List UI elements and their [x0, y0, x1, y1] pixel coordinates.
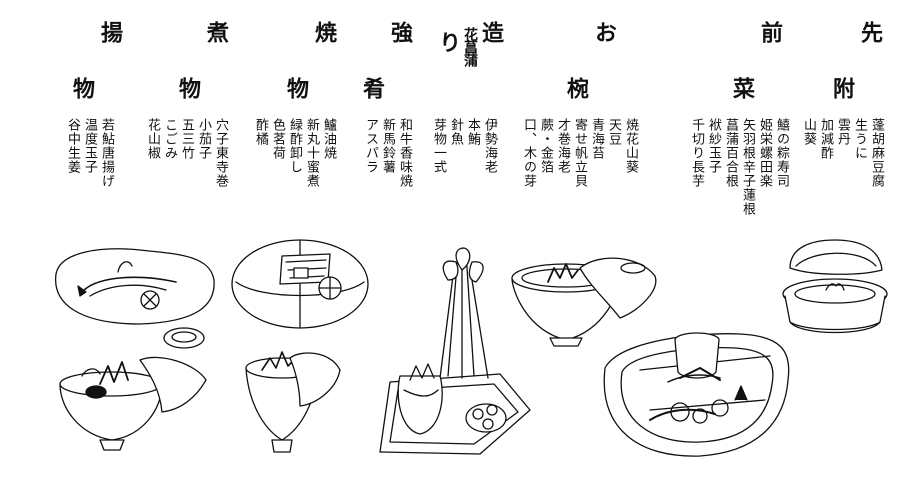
menu-item: 芽物一式: [431, 118, 446, 174]
menu-item: 才巻海老: [555, 118, 570, 174]
menu-item: 小茄子: [196, 118, 211, 160]
menu-item: 温度玉子: [82, 118, 97, 174]
menu-item: 菖蒲百合根: [723, 118, 738, 188]
items-yakimono: 鱸油焼 新丸十蜜煮 緑酢卸し 色茗荷 酢橘: [252, 118, 337, 248]
menu-item: 袱紗玉子: [706, 118, 721, 174]
items-nimono: 穴子東寺巻 小茄子 五三竹 こごみ 花山椒: [144, 118, 229, 248]
menu-item: 伊勢海老: [482, 118, 497, 174]
course-title-nimono: 煮 物: [175, 21, 229, 99]
menu-item: 雲丹: [835, 118, 850, 146]
menu-item: 蕨・金箔: [538, 118, 553, 174]
course-title-sakizuke: 先 附: [829, 21, 883, 99]
menu-item: 焼花山葵: [623, 118, 638, 174]
course-title-owan: お 椀: [563, 21, 617, 99]
menu-item: 青海苔: [589, 118, 604, 160]
menu-item: 姫栄螺田楽: [757, 118, 772, 188]
menu-item: 色茗荷: [270, 118, 285, 160]
menu-item: 加減酢: [818, 118, 833, 160]
menu-item: アスパラ: [363, 118, 378, 174]
menu-item: 本鮪: [465, 118, 480, 146]
menu-item: 緑酢卸し: [287, 118, 302, 174]
menu-item: 千切り長芋: [689, 118, 704, 188]
menu-item: 新馬鈴薯: [380, 118, 395, 174]
course-title-zensai: 前 菜: [729, 21, 783, 99]
menu-item: 若鮎唐揚げ: [99, 118, 114, 188]
course-title-agemono: 揚 物: [69, 21, 123, 99]
shiizakana-dish-illustration: [246, 352, 340, 452]
tsukuri-dish-illustration: [380, 248, 530, 454]
menu-item: 口、木の芽: [521, 118, 536, 188]
course-subtitle-hanashobu: 花菖蒲: [462, 26, 478, 66]
items-shiizakana: 和牛香味焼 新馬鈴薯 アスパラ: [362, 118, 413, 248]
menu-item: こごみ: [162, 118, 177, 160]
menu-item: 鱚の粽寿司: [774, 118, 789, 188]
menu-item: 矢羽根辛子蓮根: [740, 118, 755, 216]
course-title-shiizakana: 強 肴: [359, 21, 413, 99]
items-sakizuke: 蓬胡麻豆腐 生うに 雲丹 加減酢 山葵: [800, 118, 885, 248]
items-agemono: 若鮎唐揚げ 温度玉子 谷中生姜: [64, 118, 115, 248]
menu-item: 山葵: [801, 118, 816, 146]
owan-dish-illustration: [512, 258, 656, 346]
course-title-tsukuri: 造 花菖蒲 り: [435, 18, 505, 68]
menu-item: 寄せ帆立貝: [572, 118, 587, 188]
menu-item: 酢橘: [253, 118, 268, 146]
menu-item: 鱸油焼: [321, 118, 336, 160]
agemono-dish-illustration: [56, 249, 215, 348]
sakizuke-dish-illustration: [783, 240, 887, 333]
menu-item: 和牛香味焼: [397, 118, 412, 188]
yakimono-dish-illustration: [232, 240, 368, 328]
items-tsukuri: 伊勢海老 本鮪 針魚 芽物一式: [430, 118, 498, 248]
menu-item: 天豆: [606, 118, 621, 146]
course-title-yakimono: 焼 物: [283, 21, 337, 99]
menu-item: 新丸十蜜煮: [304, 118, 319, 188]
menu-item: 五三竹: [179, 118, 194, 160]
items-zensai: 鱚の粽寿司 姫栄螺田楽 矢羽根辛子蓮根 菖蒲百合根 袱紗玉子 千切り長芋: [688, 118, 790, 248]
menu-item: 針魚: [448, 118, 463, 146]
menu-item: 蓬胡麻豆腐: [869, 118, 884, 188]
menu-item: 穴子東寺巻: [213, 118, 228, 188]
menu-item: 生うに: [852, 118, 867, 160]
menu-item: 花山椒: [145, 118, 160, 160]
items-owan: 焼花山葵 天豆 青海苔 寄せ帆立貝 才巻海老 蕨・金箔 口、木の芽: [520, 118, 639, 248]
menu-item: 谷中生姜: [65, 118, 80, 174]
zensai-dish-illustration: [604, 333, 788, 456]
nimono-dish-illustration: [60, 357, 206, 450]
